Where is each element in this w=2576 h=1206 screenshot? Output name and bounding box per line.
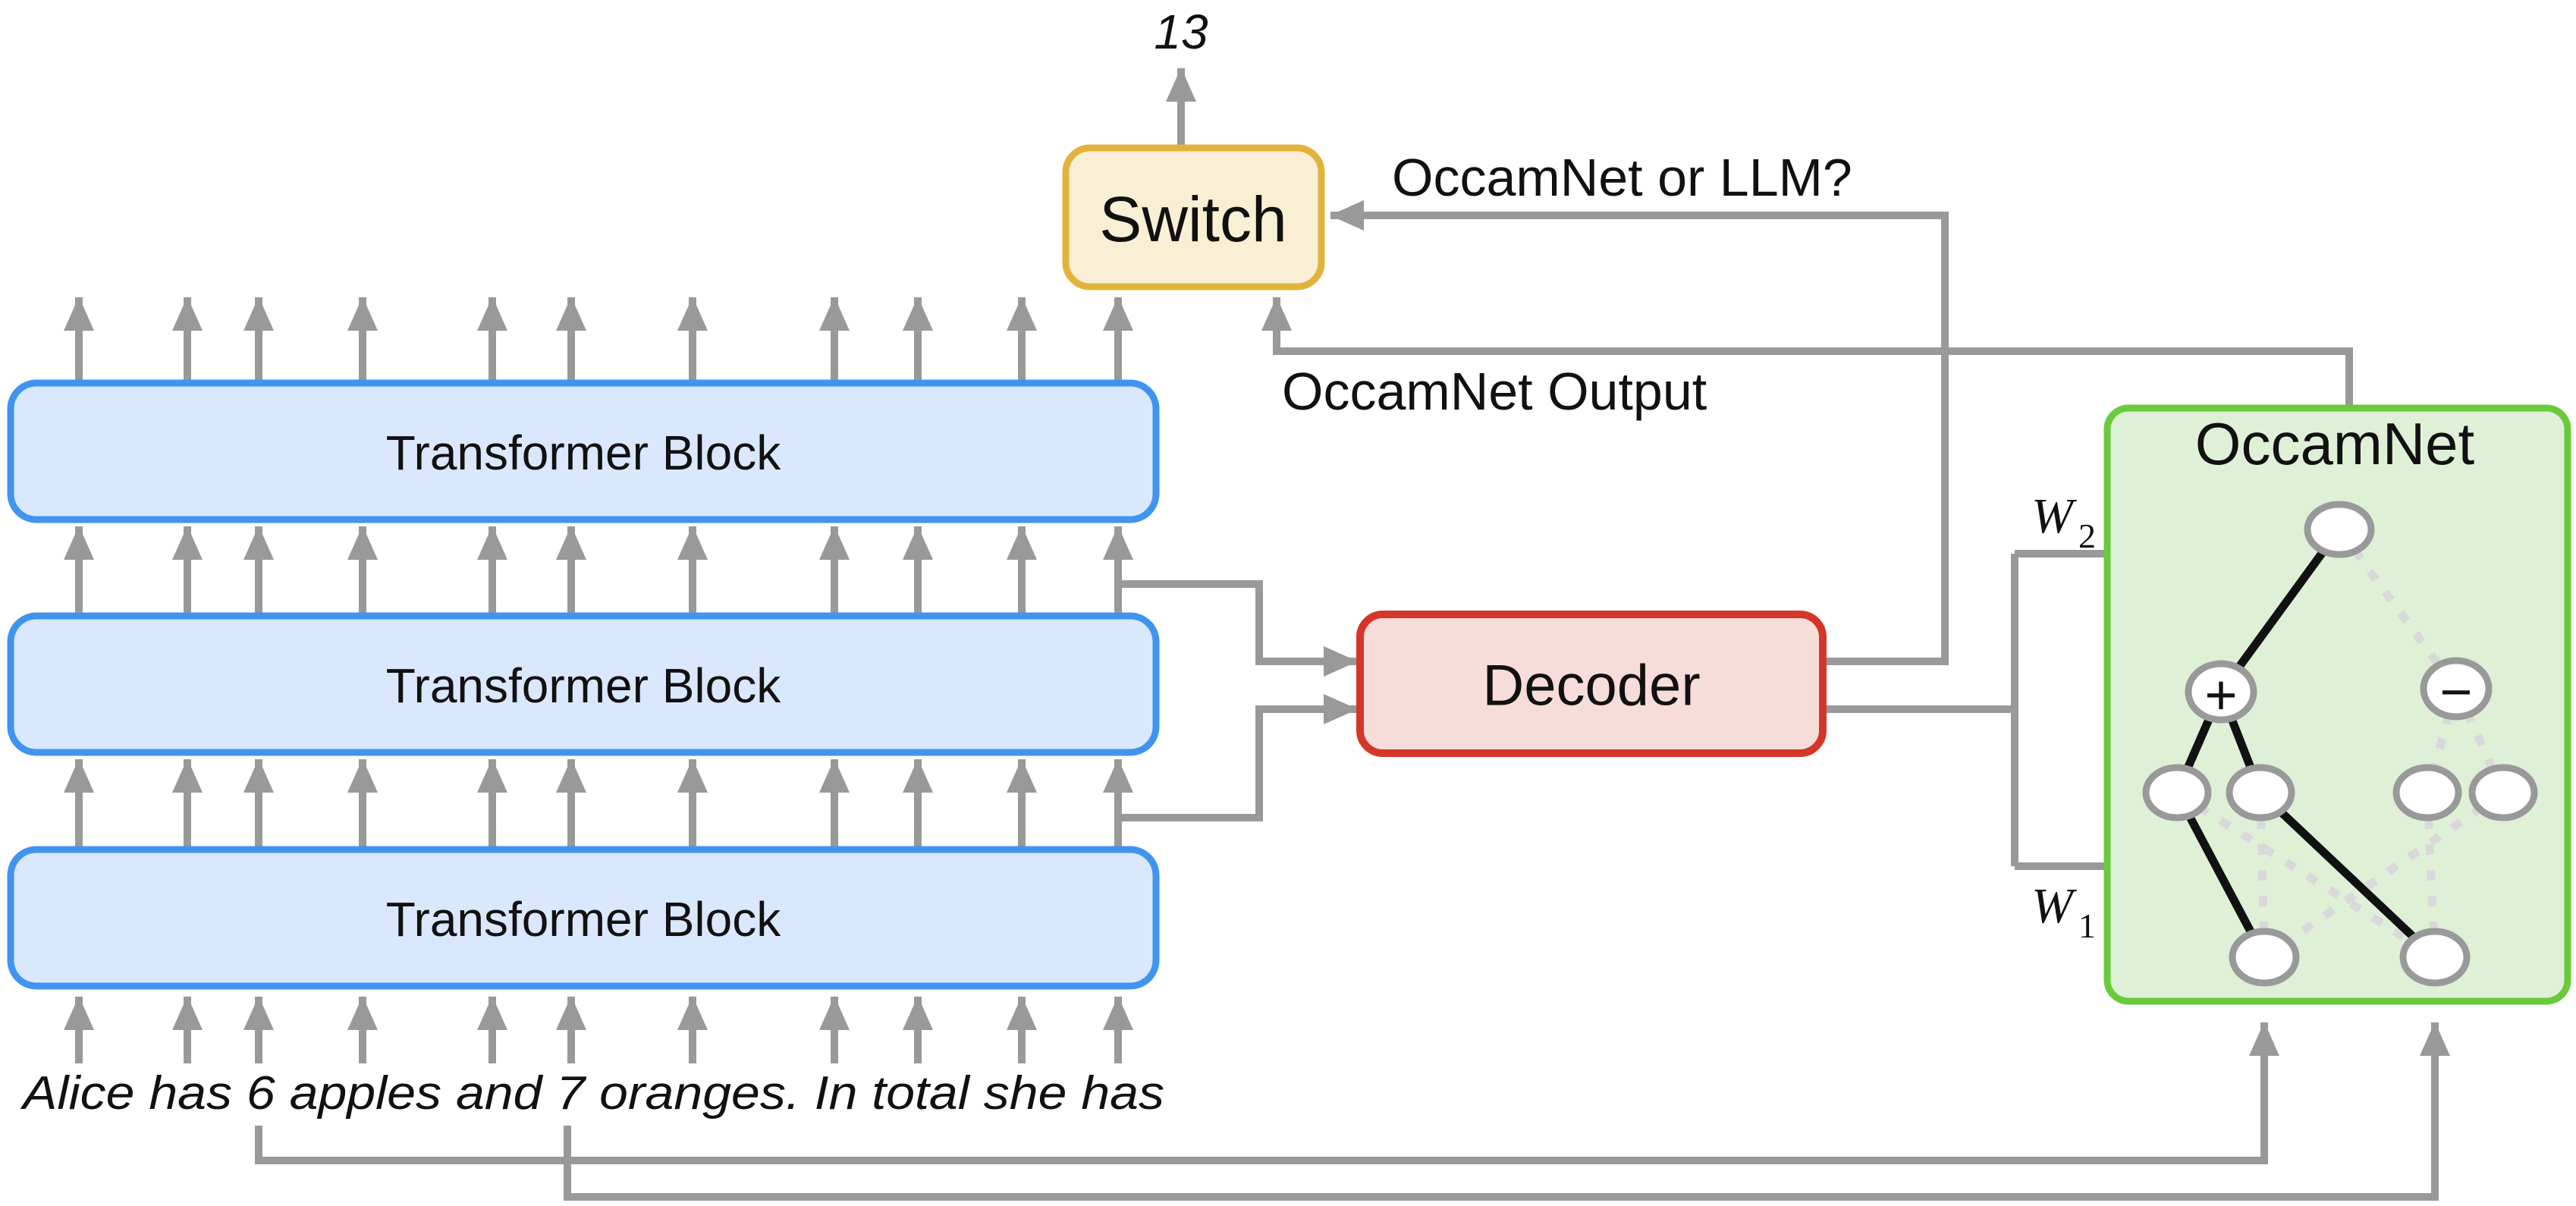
switch-rect bbox=[1062, 144, 1325, 291]
token-7-route bbox=[564, 1022, 2450, 1201]
decoder-to-switch-wire bbox=[1330, 200, 1949, 665]
transformer-block-3-label: Transformer Block bbox=[386, 426, 781, 480]
plus-operator-glyph: + bbox=[2204, 664, 2237, 727]
minus-operator-glyph: − bbox=[2439, 661, 2472, 724]
dotted-edge bbox=[2452, 686, 2508, 795]
solid-edge-arg1-input1 bbox=[2173, 790, 2268, 959]
hidden-node bbox=[2142, 764, 2212, 821]
token-arrows-layer1-to-layer2 bbox=[64, 758, 1133, 850]
plus-node bbox=[2185, 660, 2257, 724]
w1-label-base: W bbox=[2031, 878, 2077, 934]
transformer-block-1 bbox=[7, 846, 1160, 990]
hidden-state-taps-to-decoder bbox=[1118, 580, 1358, 821]
input-node bbox=[2399, 928, 2471, 987]
occamnet-box: OccamNet + − bbox=[2103, 404, 2571, 1005]
dotted-edge bbox=[2423, 687, 2461, 794]
decoder-input-wire-upper bbox=[1118, 580, 1358, 677]
decoder-rect bbox=[1356, 611, 1827, 757]
weight-labels: W 2 W 1 bbox=[2031, 488, 2096, 945]
output-node bbox=[2304, 501, 2375, 558]
decoder-to-occamnet-wires bbox=[1823, 539, 2179, 881]
llm-output-arrows bbox=[64, 297, 1133, 385]
dotted-edge bbox=[2261, 789, 2506, 961]
hidden-node bbox=[2226, 764, 2295, 821]
occamnet-nodes: + − bbox=[2142, 501, 2538, 987]
hidden-node bbox=[2392, 764, 2462, 821]
transformer-block-2-label: Transformer Block bbox=[386, 658, 781, 713]
token-arrows-layer2-to-layer3 bbox=[64, 526, 1133, 617]
final-output-value: 13 bbox=[1154, 5, 1208, 59]
occamnet-rect bbox=[2103, 404, 2571, 1005]
w1-label-sub: 1 bbox=[2078, 906, 2096, 945]
w2-label-sub: 2 bbox=[2078, 517, 2096, 555]
minus-node bbox=[2420, 657, 2493, 721]
switch-box: 13 Switch bbox=[1062, 5, 1325, 291]
input-node bbox=[2229, 928, 2300, 987]
transformer-block-2 bbox=[7, 612, 1160, 756]
occamnet-output-label: OccamNet Output bbox=[1282, 362, 1707, 421]
occamnet-title: OccamNet bbox=[2195, 410, 2475, 477]
switch-question-label: OccamNet or LLM? bbox=[1392, 148, 1852, 207]
transformer-stack: Transformer Block Transformer Block Tran… bbox=[7, 379, 1160, 990]
switch-label: Switch bbox=[1099, 184, 1286, 255]
solid-edge-arg2-input2 bbox=[2257, 789, 2438, 961]
solid-edge-output-plus bbox=[2217, 526, 2343, 695]
decoder-label: Decoder bbox=[1482, 654, 1700, 718]
decoder-input-wire-lower bbox=[1118, 694, 1358, 821]
token-6-route bbox=[255, 1022, 2279, 1164]
decoder-box: Decoder bbox=[1356, 611, 1827, 757]
transformer-block-1-label: Transformer Block bbox=[386, 892, 781, 947]
token-input-arrows bbox=[64, 996, 1133, 1063]
transformer-block-3 bbox=[7, 379, 1160, 523]
token-routes-to-occamnet bbox=[255, 1022, 2450, 1201]
w2-label-base: W bbox=[2031, 488, 2077, 544]
input-sentence: Alice has 6 apples and 7 oranges. In tot… bbox=[20, 1067, 1164, 1120]
occamnet-output-wire bbox=[1261, 297, 2353, 408]
hidden-node bbox=[2468, 764, 2538, 821]
